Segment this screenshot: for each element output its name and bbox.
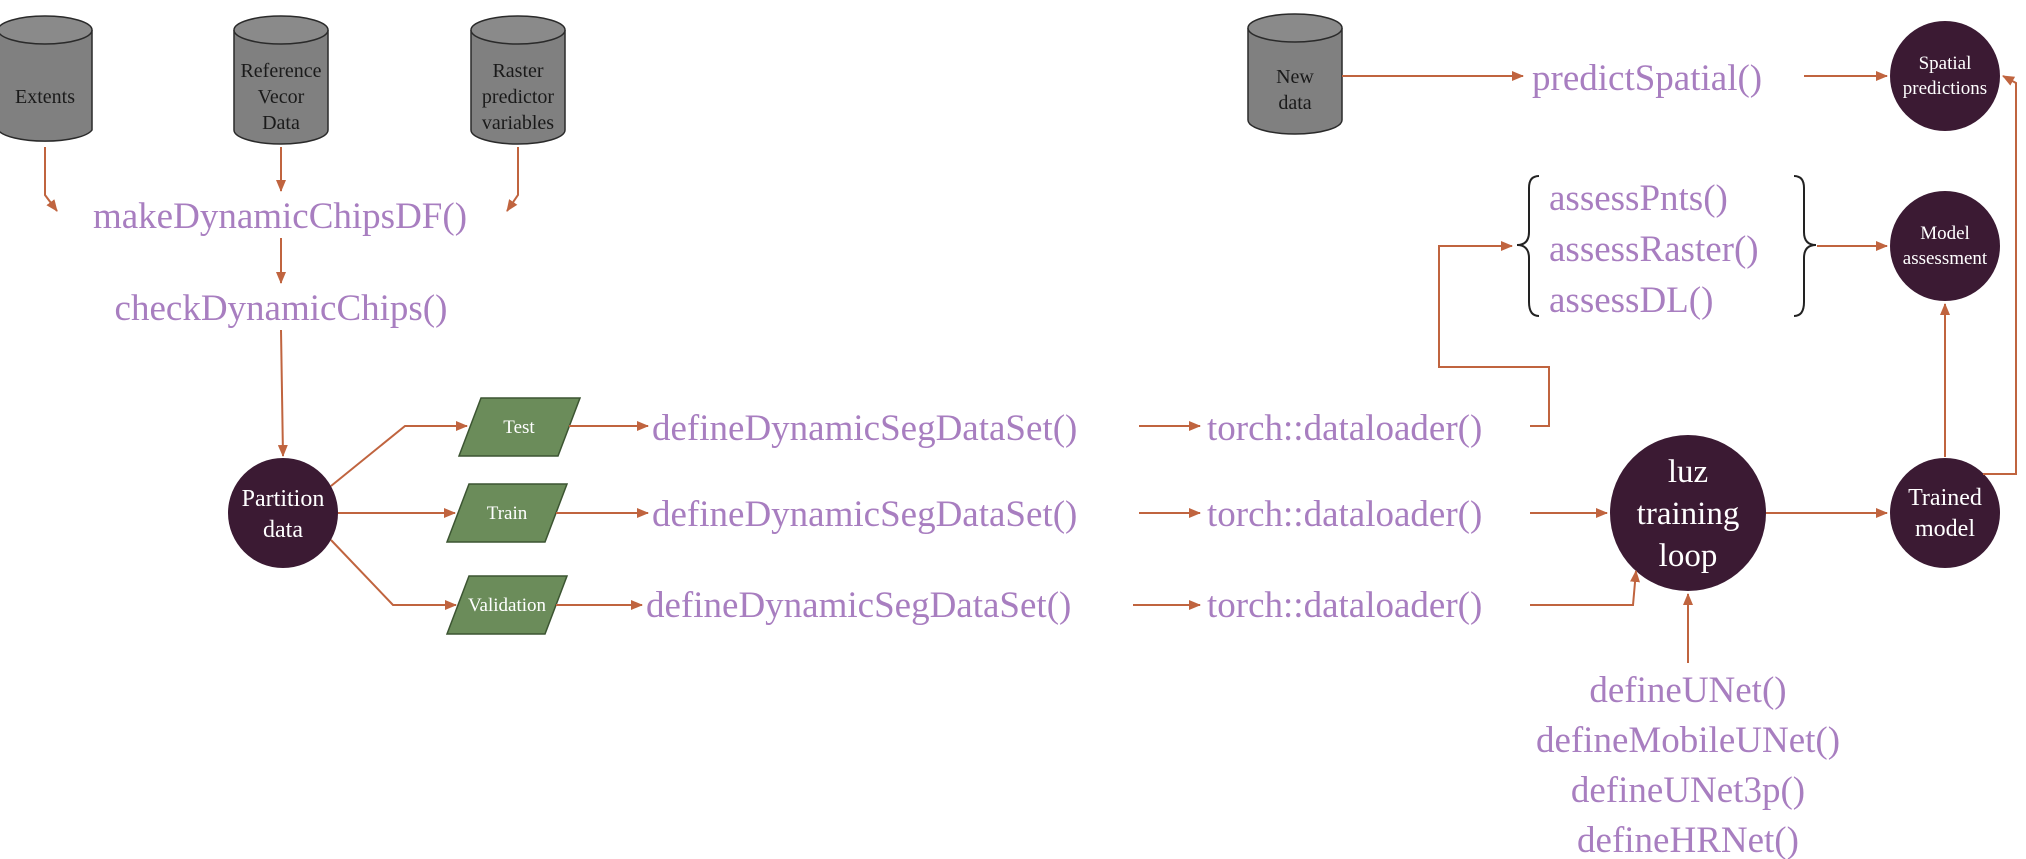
database-reference-line2: Vecor [258, 86, 305, 108]
node-luz-line2: training [1637, 496, 1740, 532]
database-raster-line2: predictor [482, 86, 555, 108]
node-model-assessment: Model assessment [1890, 191, 2000, 301]
assess-points-function: assessPnts() [1549, 178, 1728, 219]
edge-test-loader-to-assess [1438, 241, 1550, 427]
predict-function: predictSpatial() [1532, 58, 1762, 99]
define-hrnet-function: defineHRNet() [1577, 820, 1799, 859]
database-reference-vector: Reference Vecor Data [233, 15, 329, 145]
dataloader-train: torch::dataloader() [1207, 494, 1482, 535]
edge-check-to-partition [277, 329, 288, 457]
node-predictions-line2: predictions [1903, 78, 1987, 99]
edge-validation-loader-to-luz [1530, 570, 1641, 606]
node-luz-line1: luz [1668, 454, 1708, 490]
node-trained-line2: model [1915, 516, 1975, 542]
assess-raster-function: assessRaster() [1549, 229, 1759, 270]
split-test-label: Test [503, 417, 535, 438]
node-luz-line3: loop [1659, 538, 1718, 574]
assess-dl-function: assessDL() [1549, 280, 1713, 321]
dataloader-validation: torch::dataloader() [1207, 585, 1482, 626]
node-trained-line1: Trained [1908, 485, 1982, 511]
database-reference-line3: Data [262, 112, 300, 134]
node-assessment-line1: Model [1920, 223, 1970, 244]
check-chips-function: checkDynamicChips() [115, 288, 448, 329]
define-dataset-test: defineDynamicSegDataSet() [652, 408, 1077, 449]
database-reference-line1: Reference [240, 60, 321, 82]
split-validation-label: Validation [468, 595, 547, 616]
database-extents-label: Extents [15, 86, 75, 108]
database-new-data-line1: New [1276, 66, 1314, 88]
split-train-label: Train [487, 503, 528, 524]
database-new-data: New data [1247, 13, 1343, 135]
define-mobile-unet-function: defineMobileUNet() [1536, 720, 1840, 761]
database-extents: Extents [0, 15, 93, 142]
make-chips-function: makeDynamicChipsDF() [93, 196, 467, 237]
dataloader-test: torch::dataloader() [1207, 408, 1482, 449]
define-dataset-validation: defineDynamicSegDataSet() [646, 585, 1071, 626]
split-test: Test [457, 397, 582, 457]
database-raster-line1: Raster [492, 60, 543, 82]
node-partition-line2: data [263, 517, 303, 543]
define-unet3p-function: defineUNet3p() [1571, 770, 1805, 811]
split-train: Train [445, 483, 569, 543]
node-partition-line1: Partition [242, 486, 325, 512]
database-new-data-line2: data [1278, 92, 1311, 114]
node-trained-model: Trained model [1890, 458, 2000, 568]
assess-left-brace [1516, 175, 1540, 317]
assess-right-brace [1793, 175, 1817, 317]
edge-partition-to-validation [330, 539, 457, 610]
database-raster-predictors: Raster predictor variables [470, 15, 566, 145]
edge-partition-to-test [330, 421, 468, 487]
node-predictions-line1: Spatial [1919, 53, 1972, 74]
split-validation: Validation [445, 575, 569, 635]
define-dataset-train: defineDynamicSegDataSet() [652, 494, 1077, 535]
edge-raster-to-make-chips [506, 147, 519, 212]
define-unet-function: defineUNet() [1589, 670, 1786, 711]
edge-extents-to-make-chips [44, 147, 58, 212]
node-assessment-line2: assessment [1903, 248, 1988, 269]
node-luz-training-loop: luz training loop [1610, 435, 1766, 591]
edge-trained-to-predictions [1983, 75, 2017, 475]
database-raster-line3: variables [482, 112, 554, 134]
node-partition-data: Partition data [228, 458, 338, 568]
node-spatial-predictions: Spatial predictions [1890, 21, 2000, 131]
